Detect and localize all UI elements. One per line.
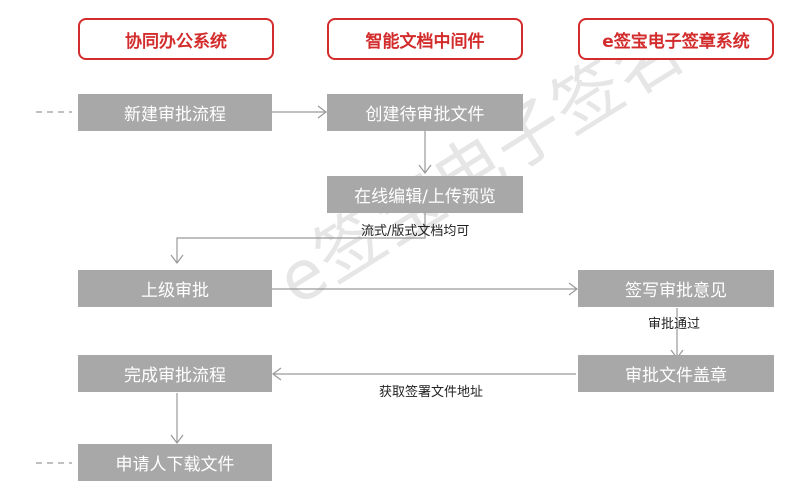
arrowhead-1: [317, 105, 327, 119]
step-create-file: 创建待审批文件: [327, 94, 523, 131]
step-online-edit: 在线编辑/上传预览: [327, 176, 523, 213]
header-esign-system: e签宝电子签章系统: [578, 18, 774, 60]
label-doc-formats: 流式/版式文档均可: [361, 224, 470, 239]
arrowhead-6: [272, 367, 282, 381]
step-superior-approval: 上级审批: [78, 270, 272, 307]
step-download-file: 申请人下载文件: [78, 444, 272, 481]
step-sign-opinion: 签写审批意见: [578, 270, 774, 307]
arrowhead-7: [170, 434, 184, 444]
header-oa-system: 协同办公系统: [78, 18, 274, 60]
arrowhead-4: [568, 282, 578, 296]
step-seal-file: 审批文件盖章: [578, 355, 774, 392]
step-create-flow: 新建审批流程: [78, 94, 272, 131]
arrowhead-2: [418, 164, 432, 174]
label-get-address: 获取签署文件地址: [379, 385, 484, 400]
header-doc-middleware: 智能文档中间件: [327, 18, 523, 60]
arrowhead-3: [170, 254, 184, 264]
step-complete-flow: 完成审批流程: [78, 355, 272, 392]
label-approved: 审批通过: [648, 317, 701, 332]
arrow-edit-to-approval: [176, 213, 426, 262]
